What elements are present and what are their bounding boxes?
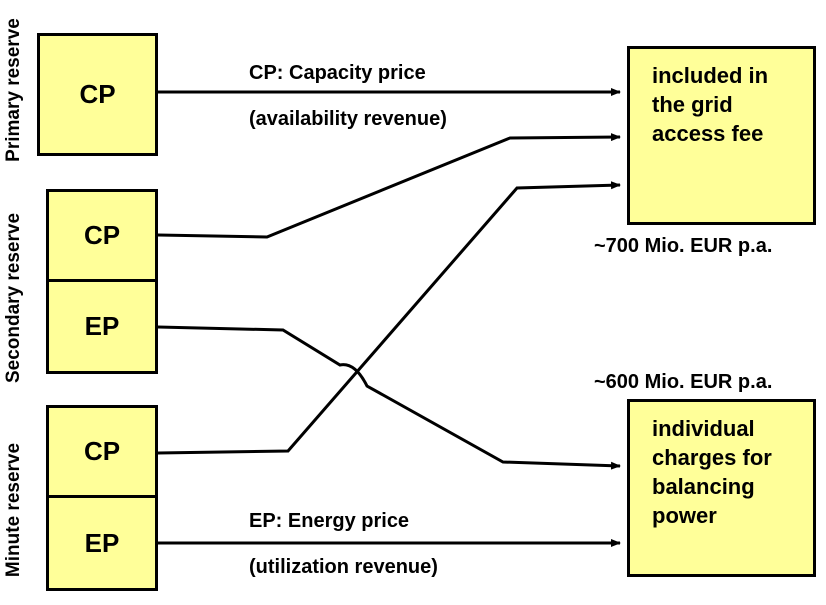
balancing-line-4: power	[652, 503, 717, 528]
arrow-minute-cp-to-grid-fee	[157, 181, 621, 455]
minute-ep-box: EP	[46, 495, 158, 591]
capacity-price-label: CP: Capacity price	[249, 62, 426, 84]
grid-fee-line-2: the grid	[652, 92, 733, 117]
group-label-primary: Primary reserve	[3, 18, 24, 162]
balancing-line-1: individual	[652, 416, 755, 441]
grid-fee-amount: ~700 Mio. EUR p.a.	[594, 235, 773, 257]
primary-cp-box: CP	[37, 33, 158, 156]
secondary-cp-box: CP	[46, 189, 158, 282]
grid-fee-line-3: access fee	[652, 121, 764, 146]
arrow-secondary-cp-to-grid-fee	[157, 133, 621, 239]
utilization-revenue-label: (utilization revenue)	[249, 556, 438, 578]
group-label-secondary: Secondary reserve	[3, 212, 24, 384]
balancing-line-2: charges for	[652, 445, 772, 470]
grid-fee-box: included in the grid access fee	[627, 46, 816, 225]
minute-cp-box: CP	[46, 405, 158, 498]
balancing-box: individual charges for balancing power	[627, 399, 816, 577]
group-label-minute: Minute reserve	[3, 442, 24, 578]
arrow-secondary-ep-to-balancing	[157, 325, 621, 470]
energy-price-label: EP: Energy price	[249, 510, 410, 532]
grid-fee-line-1: included in	[652, 63, 769, 88]
availability-revenue-label: (availability revenue)	[249, 108, 447, 130]
balancing-line-3: balancing	[652, 474, 755, 499]
balancing-amount: ~600 Mio. EUR p.a.	[594, 371, 773, 393]
secondary-ep-box: EP	[46, 279, 158, 374]
